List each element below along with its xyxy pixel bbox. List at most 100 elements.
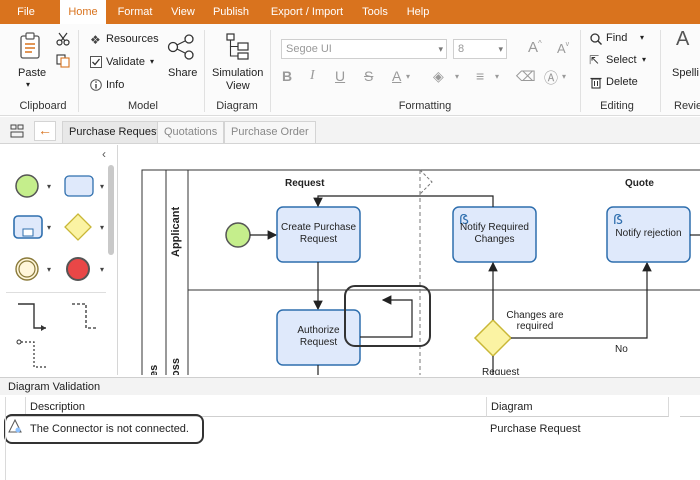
share-icon[interactable] — [166, 34, 196, 60]
paste-button[interactable]: Paste — [18, 67, 46, 79]
text-direction-icon[interactable]: Ⓐ — [544, 68, 558, 88]
validate-dropdown-icon[interactable]: ▾ — [150, 57, 154, 66]
font-size-select[interactable]: 8▾ — [453, 39, 507, 59]
spelling-icon[interactable]: A — [676, 28, 689, 51]
align-icon[interactable]: ≡ — [476, 68, 484, 84]
chevron-down-icon: ▾ — [498, 40, 503, 58]
spelling-button[interactable]: Spelli — [672, 67, 699, 79]
palette-scrollbar[interactable] — [108, 165, 114, 255]
chevron-down-icon[interactable]: ▾ — [455, 72, 459, 81]
diagram-group-label: Diagram — [208, 100, 266, 112]
association-connector-icon[interactable] — [16, 339, 48, 371]
font-family-select[interactable]: Segoe UI▾ — [281, 39, 447, 59]
editing-group-label: Editing — [584, 100, 650, 112]
diagram-canvas[interactable]: ẞ ẞ Request Quote Applicant oss es Creat… — [120, 145, 700, 375]
end-event-shape-icon[interactable] — [65, 256, 91, 282]
validate-button[interactable]: Validate — [106, 56, 145, 68]
flow-label-request: Request — [482, 367, 519, 375]
ribbon-separator — [204, 30, 205, 112]
gateway-shape-icon[interactable] — [64, 213, 92, 241]
ribbon: Paste ▾ Clipboard ❖ Resources Validate ▾… — [0, 24, 700, 116]
shrink-font-icon[interactable]: Av — [557, 41, 569, 56]
select-dropdown-icon[interactable]: ▾ — [642, 55, 646, 64]
find-dropdown-icon[interactable]: ▾ — [640, 33, 644, 42]
select-icon: ⇱ — [589, 53, 599, 67]
cut-icon[interactable] — [56, 32, 70, 46]
shape-palette: ‹ ▾ ▾ ▾ ▾ ▾ ▾ — [0, 145, 118, 375]
chevron-down-icon[interactable]: ▾ — [100, 265, 104, 274]
task-shape-icon[interactable] — [64, 175, 94, 197]
menu-file[interactable]: File — [6, 0, 46, 24]
task-notify-rejection-label[interactable]: Notify rejection — [607, 228, 690, 239]
tab-quotations[interactable]: Quotations — [157, 121, 224, 143]
section-request-label: Request — [285, 178, 324, 189]
fill-color-icon[interactable]: ◈ — [433, 68, 444, 85]
strikethrough-icon[interactable]: S — [364, 68, 373, 84]
info-button[interactable]: Info — [106, 79, 124, 91]
tab-purchase-request[interactable]: Purchase Request — [62, 121, 167, 143]
paste-icon[interactable] — [18, 32, 44, 62]
font-color-icon[interactable]: A — [392, 68, 401, 84]
menu-view[interactable]: View — [164, 0, 202, 24]
column-header-filler — [680, 397, 700, 417]
clear-format-icon[interactable]: ⌫ — [516, 68, 536, 85]
share-button[interactable]: Share — [168, 67, 197, 79]
message-flow-connector-icon[interactable] — [70, 301, 100, 331]
italic-icon[interactable]: I — [310, 68, 315, 84]
find-button[interactable]: Find — [606, 32, 627, 44]
start-event-shape-icon[interactable] — [14, 173, 40, 199]
validate-icon — [90, 56, 102, 68]
menu-export-import[interactable]: Export / Import — [262, 0, 352, 24]
ribbon-separator — [580, 30, 581, 112]
simulation-view-label-2: View — [226, 80, 250, 92]
sequence-flow-connector-icon[interactable] — [16, 301, 48, 331]
task-create-label[interactable]: Create PurchaseRequest — [277, 222, 360, 246]
pool-label: es — [148, 365, 160, 375]
menu-help[interactable]: Help — [398, 0, 438, 24]
resources-button[interactable]: Resources — [106, 33, 159, 45]
chevron-down-icon[interactable]: ▾ — [562, 72, 566, 81]
palette-divider — [6, 292, 106, 293]
menu-tools[interactable]: Tools — [356, 0, 394, 24]
menu-format[interactable]: Format — [110, 0, 160, 24]
copy-icon[interactable] — [56, 54, 70, 68]
review-group-label: Revie — [674, 100, 700, 112]
subprocess-shape-icon[interactable] — [13, 215, 43, 239]
chevron-down-icon[interactable]: ▾ — [100, 223, 104, 232]
chevron-down-icon[interactable]: ▾ — [495, 72, 499, 81]
chevron-down-icon: ▾ — [438, 40, 443, 58]
back-arrow-icon[interactable]: ← — [34, 121, 56, 141]
chevron-down-icon[interactable]: ▾ — [406, 72, 410, 81]
formatting-group-label: Formatting — [274, 100, 576, 112]
panel-left-edge — [0, 397, 6, 480]
menu-home[interactable]: Home — [60, 0, 106, 24]
lane-applicant-label: Applicant — [170, 207, 182, 257]
task-notify-changes-label[interactable]: Notify RequiredChanges — [453, 222, 536, 246]
menu-bar: File Home Format View Publish Export / I… — [0, 0, 700, 24]
menu-publish[interactable]: Publish — [206, 0, 256, 24]
chevron-down-icon[interactable]: ▾ — [47, 223, 51, 232]
chevron-down-icon[interactable]: ▾ — [47, 265, 51, 274]
simulation-icon[interactable] — [225, 32, 251, 60]
clipboard-group-label: Clipboard — [12, 100, 74, 112]
grow-font-icon[interactable]: A^ — [528, 39, 542, 56]
paste-dropdown-icon[interactable]: ▾ — [26, 80, 30, 89]
chevron-down-icon[interactable]: ▾ — [47, 182, 51, 191]
chevron-down-icon[interactable]: ▾ — [100, 182, 104, 191]
bold-icon[interactable]: B — [282, 68, 292, 84]
column-header-diagram[interactable]: Diagram — [487, 397, 669, 417]
underline-icon[interactable]: U — [335, 68, 345, 84]
select-button[interactable]: Select — [606, 54, 637, 66]
info-icon — [90, 79, 102, 91]
document-tab-strip: ← Purchase Request Quotations Purchase O… — [0, 117, 700, 144]
simulation-view-button[interactable]: Simulation — [212, 67, 263, 79]
intermediate-event-shape-icon[interactable] — [14, 256, 40, 282]
tab-purchase-order[interactable]: Purchase Order — [224, 121, 316, 143]
collapse-chevron-icon[interactable]: ‹ — [102, 147, 106, 161]
delete-button[interactable]: Delete — [606, 76, 638, 88]
bpmn-diagram: ẞ ẞ — [120, 145, 700, 375]
task-authorize-label[interactable]: AuthorizeRequest — [277, 325, 360, 349]
flow-label-no: No — [615, 344, 628, 355]
model-group-label: Model — [84, 100, 202, 112]
diagram-list-icon[interactable] — [10, 124, 24, 138]
